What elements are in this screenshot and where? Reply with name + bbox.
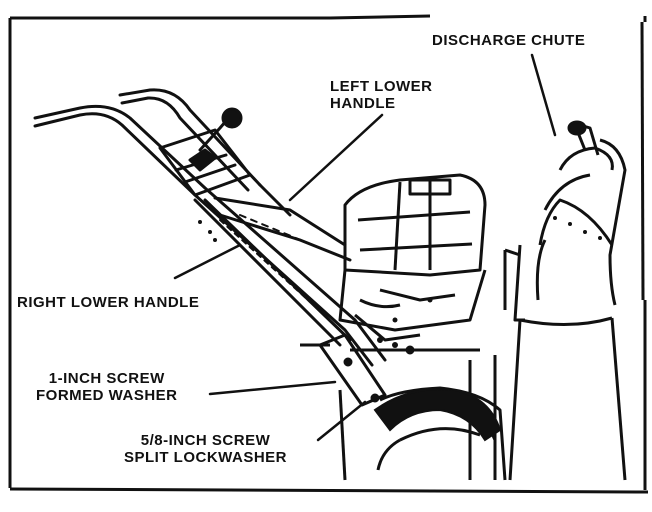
discharge-chute xyxy=(503,120,627,481)
callout-left-lower-handle-line2: HANDLE xyxy=(330,95,396,112)
callout-left-lower-handle-line1: LEFT LOWER xyxy=(330,78,433,95)
figure-frame xyxy=(8,14,649,494)
callout-5-8inch-screw-line1: 5/8-INCH SCREW xyxy=(140,432,271,449)
leader-discharge-chute xyxy=(530,53,557,137)
callout-1inch-screw-line2: FORMED WASHER xyxy=(36,387,178,404)
chute-vent-dots xyxy=(553,216,602,240)
engine xyxy=(300,173,487,355)
callout-5-8inch-screw-line2: SPLIT LOCKWASHER xyxy=(124,449,288,466)
leader-left-lower-handle xyxy=(288,113,384,202)
callout-1inch-screw-line1: 1-INCH SCREW xyxy=(48,370,165,387)
callout-discharge-chute: DISCHARGE CHUTE xyxy=(432,32,585,49)
leader-1inch-screw xyxy=(208,380,337,396)
leader-5-8inch-screw xyxy=(316,400,367,442)
callout-right-lower-handle: RIGHT LOWER HANDLE xyxy=(17,294,199,311)
tine-wheel xyxy=(373,388,502,471)
callout-right-lower-handle-text: RIGHT LOWER HANDLE xyxy=(17,294,200,311)
callout-1inch-screw: 1-INCH SCREW FORMED WASHER xyxy=(36,370,178,404)
callout-discharge-chute-text: DISCHARGE CHUTE xyxy=(432,32,586,49)
handle-assembly xyxy=(33,88,387,407)
hardware-dots xyxy=(198,220,433,348)
callout-5-8inch-screw: 5/8-INCH SCREW SPLIT LOCKWASHER xyxy=(124,432,287,466)
callout-left-lower-handle: LEFT LOWER HANDLE xyxy=(330,78,433,112)
leader-right-lower-handle xyxy=(173,243,242,280)
leader-lines xyxy=(173,53,557,442)
